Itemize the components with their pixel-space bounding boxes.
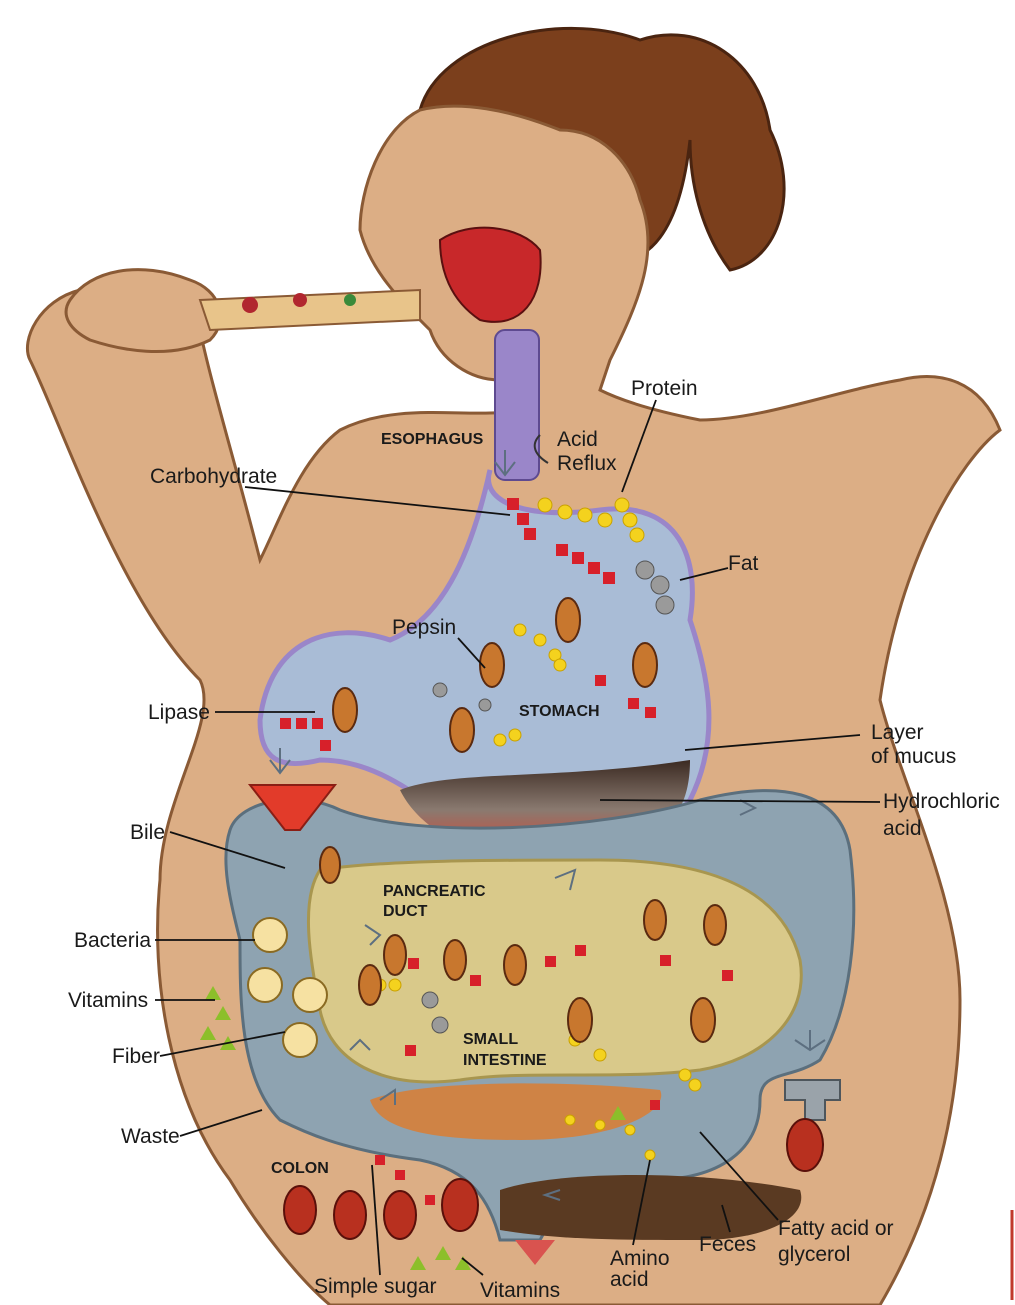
esophagus-tube <box>495 330 539 480</box>
fiber-label: Fiber <box>112 1046 160 1068</box>
bacteria-label: Bacteria <box>74 930 151 952</box>
amino-acid-label-line2: acid <box>610 1269 649 1291</box>
layer-of-mucus-label-line2: of mucus <box>871 746 956 768</box>
acid-reflux-label-line1: Acid <box>557 429 598 451</box>
small-intestine-label-line2: INTESTINE <box>463 1052 547 1070</box>
pancreatic-duct-label-line2: DUCT <box>383 903 427 921</box>
protein-label: Protein <box>631 378 698 400</box>
colon-label: COLON <box>271 1160 329 1178</box>
acid-reflux-label-line2: Reflux <box>557 453 617 475</box>
fatty-acid-label-line1: Fatty acid or <box>778 1218 894 1240</box>
stomach-label: STOMACH <box>519 703 600 721</box>
small-intestine-label-line1: SMALL <box>463 1031 518 1049</box>
feces-label: Feces <box>699 1234 756 1256</box>
bile-label: Bile <box>130 822 165 844</box>
layer-of-mucus-label-line1: Layer <box>871 722 924 744</box>
feces <box>500 1175 801 1240</box>
simple-sugar-label: Simple sugar <box>314 1276 437 1298</box>
hydrochloric-acid-label-line2: acid <box>883 818 922 840</box>
esophagus-label: ESOPHAGUS <box>381 431 483 449</box>
vitamins-left-label: Vitamins <box>68 990 148 1012</box>
pancreatic-duct-label-line1: PANCREATIC <box>383 883 486 901</box>
fatty-acid-label-line2: glycerol <box>778 1244 850 1266</box>
pizza-slice <box>200 290 420 330</box>
pepsin-label: Pepsin <box>392 617 456 639</box>
hydrochloric-acid-label-line1: Hydrochloric <box>883 791 1000 813</box>
lipase-label: Lipase <box>148 702 210 724</box>
fat-label: Fat <box>728 553 758 575</box>
vitamins-bottom-label: Vitamins <box>480 1280 560 1302</box>
hand <box>66 270 220 352</box>
waste-label: Waste <box>121 1126 180 1148</box>
amino-acid-label-line1: Amino <box>610 1248 670 1270</box>
carbohydrate-label: Carbohydrate <box>150 466 277 488</box>
